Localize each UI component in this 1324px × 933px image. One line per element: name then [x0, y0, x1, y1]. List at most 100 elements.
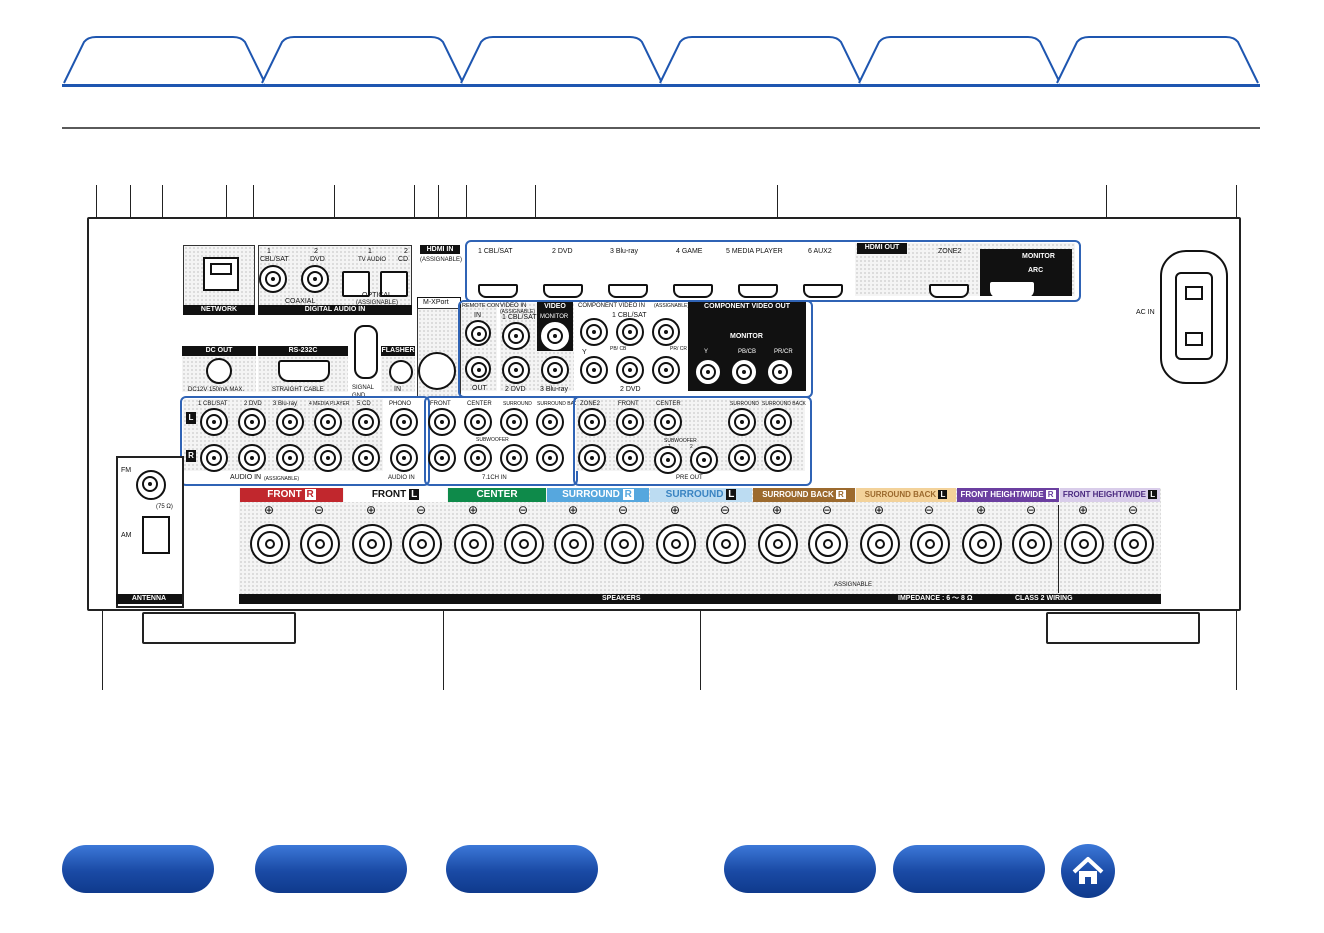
hdmi-in-port-5[interactable] [738, 284, 778, 298]
component-in1-pr[interactable] [652, 318, 680, 346]
nav-button-1[interactable] [62, 845, 214, 893]
preout-zone2-l[interactable] [578, 408, 606, 436]
preout-subwoofer-1[interactable] [654, 446, 682, 474]
home-button[interactable] [1061, 844, 1115, 898]
optical-label: OPTICAL [362, 292, 392, 299]
spk-surroundback-l-plus[interactable] [860, 524, 900, 564]
spk-front-l-minus[interactable] [402, 524, 442, 564]
nav-button-4[interactable] [724, 845, 876, 893]
remote-out-jack[interactable] [465, 356, 491, 382]
audio-in-2-l[interactable] [238, 408, 266, 436]
audio-in-1-l[interactable] [200, 408, 228, 436]
spk-surroundback-r-plus[interactable] [758, 524, 798, 564]
spk-front-r-plus[interactable] [250, 524, 290, 564]
hdmi-out-monitor-port[interactable] [990, 282, 1034, 298]
tab-5[interactable] [857, 36, 1062, 84]
ch71-subwoofer[interactable] [464, 444, 492, 472]
audio-in-4-r[interactable] [314, 444, 342, 472]
hdmi-in-port-4[interactable] [673, 284, 713, 298]
audio-in-5-l[interactable] [352, 408, 380, 436]
phono-r[interactable] [390, 444, 418, 472]
spk-fhw-r-plus[interactable] [962, 524, 1002, 564]
spk-fhw-l-minus[interactable] [1114, 524, 1154, 564]
preout-front-l[interactable] [616, 408, 644, 436]
preout-surround-r[interactable] [728, 444, 756, 472]
tab-6[interactable] [1055, 36, 1260, 84]
hdmi-in-port-1[interactable] [478, 284, 518, 298]
spk-surround-l-plus[interactable] [656, 524, 696, 564]
spk-surround-l-minus[interactable] [706, 524, 746, 564]
ch71-surround-r[interactable] [500, 444, 528, 472]
spk-fhw-r-minus[interactable] [1012, 524, 1052, 564]
ch71-surround-l[interactable] [500, 408, 528, 436]
ch71-front-l[interactable] [428, 408, 456, 436]
ch71-front-r[interactable] [428, 444, 456, 472]
audio-in-4-l[interactable] [314, 408, 342, 436]
hdmi-in-port-3[interactable] [608, 284, 648, 298]
spk-surround-r-plus[interactable] [554, 524, 594, 564]
remote-in-jack[interactable] [465, 320, 491, 346]
spk-fhw-l-plus[interactable] [1064, 524, 1104, 564]
hdmi-in-port-6[interactable] [803, 284, 843, 298]
coax-jack-1[interactable] [259, 265, 287, 293]
spk-front-r-minus[interactable] [300, 524, 340, 564]
preout-front-r[interactable] [616, 444, 644, 472]
spk-surround-r-minus[interactable] [604, 524, 644, 564]
ethernet-port[interactable] [203, 257, 239, 291]
preout-zone2-r[interactable] [578, 444, 606, 472]
video-in-jack-2[interactable] [502, 356, 530, 384]
coax-jack-2[interactable] [301, 265, 329, 293]
tab-4[interactable] [658, 36, 863, 84]
audio-in-3-r[interactable] [276, 444, 304, 472]
optical-jack-1[interactable] [342, 271, 370, 297]
ch71-surroundback-r[interactable] [536, 444, 564, 472]
component-out-y-jack[interactable] [694, 358, 722, 386]
speaker-block [239, 488, 1161, 594]
spk-center-minus[interactable] [504, 524, 544, 564]
am-terminal[interactable] [142, 516, 170, 554]
tab-1[interactable] [62, 36, 267, 84]
video-out-monitor-jack[interactable] [541, 322, 569, 350]
preout-subwoofer-2[interactable] [690, 446, 718, 474]
hdmi-in-port-2[interactable] [543, 284, 583, 298]
rs232c-port[interactable] [278, 360, 330, 382]
dc-out-jack[interactable] [206, 358, 232, 384]
preout-surroundback-r[interactable] [764, 444, 792, 472]
ac-inlet[interactable] [1160, 250, 1228, 384]
component-in2-pb[interactable] [616, 356, 644, 384]
component-out-pb-jack[interactable] [730, 358, 758, 386]
spk-surround-r-name: SURROUND [562, 489, 620, 500]
mxport-connector[interactable] [418, 352, 456, 390]
component-in1-pb[interactable] [616, 318, 644, 346]
component-in2-pr[interactable] [652, 356, 680, 384]
ch71-surroundback-l[interactable] [536, 408, 564, 436]
tab-3[interactable] [459, 36, 664, 84]
preout-surroundback-l[interactable] [764, 408, 792, 436]
spk-front-l-plus[interactable] [352, 524, 392, 564]
spk-surroundback-l-minus[interactable] [910, 524, 950, 564]
audio-in-1-r[interactable] [200, 444, 228, 472]
spk-center-plus[interactable] [454, 524, 494, 564]
audio-in-5-r[interactable] [352, 444, 380, 472]
optical-jack-2[interactable] [380, 271, 408, 297]
nav-button-5[interactable] [893, 845, 1045, 893]
fm-jack[interactable] [136, 470, 166, 500]
audio-in-3-l[interactable] [276, 408, 304, 436]
spk-surroundback-r-minus[interactable] [808, 524, 848, 564]
ch71-center[interactable] [464, 408, 492, 436]
preout-center[interactable] [654, 408, 682, 436]
phono-l[interactable] [390, 408, 418, 436]
component-out-pr-jack[interactable] [766, 358, 794, 386]
audio-in-2-r[interactable] [238, 444, 266, 472]
nav-button-2[interactable] [255, 845, 407, 893]
component-in1-y[interactable] [580, 318, 608, 346]
preout-surround-l[interactable] [728, 408, 756, 436]
video-in-jack-1[interactable] [502, 322, 530, 350]
tab-2[interactable] [260, 36, 465, 84]
hdmi-out-zone2-port[interactable] [929, 284, 969, 298]
flasher-in-jack[interactable] [389, 360, 413, 384]
nav-button-3[interactable] [446, 845, 598, 893]
video-in-jack-3[interactable] [541, 356, 569, 384]
signal-gnd-terminal[interactable] [354, 325, 378, 379]
component-in2-y[interactable] [580, 356, 608, 384]
